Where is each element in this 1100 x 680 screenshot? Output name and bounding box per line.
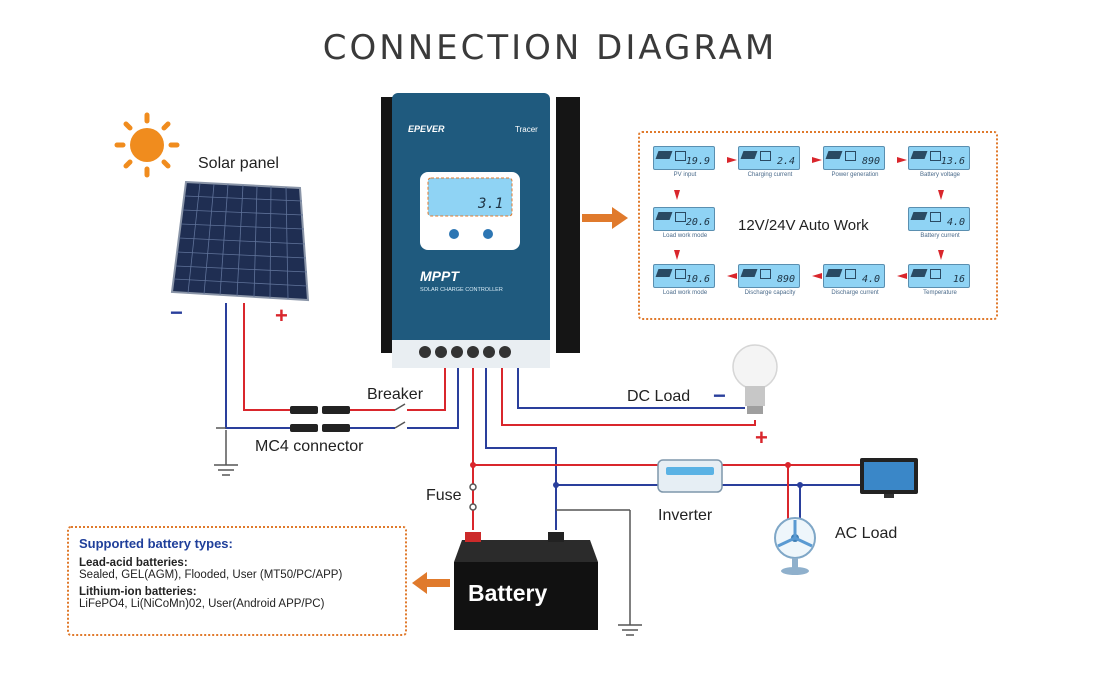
battery-negative-wire: [485, 360, 557, 530]
battery-label: Battery: [468, 580, 548, 606]
panel-positive-wire: [243, 303, 290, 411]
arrow-right-icon: [582, 207, 628, 229]
controller-display-value: 3.1: [478, 196, 504, 212]
mc4-label: MC4 connector: [255, 438, 364, 455]
inverter-label: Inverter: [658, 507, 713, 524]
lithium-types: LiFePO4, Li(NiCoMn)02, User(Android APP/…: [79, 598, 325, 610]
controller-model: Tracer: [515, 125, 538, 134]
controller-brand: EPEVER: [408, 124, 445, 134]
solar-panel-label: Solar panel: [198, 155, 279, 172]
lcd-caption: PV input: [673, 172, 697, 178]
auto-work-label: 12V/24V Auto Work: [738, 217, 869, 234]
lcd-screen: 20.6 Load work mode: [653, 207, 717, 239]
lithium-label: Lithium-ion batteries:: [79, 586, 197, 598]
lcd-screen: 4.0 Discharge current: [823, 264, 887, 296]
lcd-caption: Battery voltage: [919, 172, 961, 178]
lcd-screen: 19.9 PV input: [653, 146, 717, 178]
ground-symbol-panel: [214, 430, 238, 476]
arrow-left-icon: [412, 572, 450, 594]
ac-load-label: AC Load: [835, 525, 898, 542]
controller-subtitle: SOLAR CHARGE CONTROLLER: [420, 287, 503, 293]
lcd-caption: Temperature: [923, 290, 957, 296]
lcd-screen: 890 Discharge capacity: [738, 264, 802, 296]
inverter-icon: [657, 459, 723, 493]
load-positive-wire: [501, 360, 756, 426]
panel-plus-sign: +: [275, 303, 288, 328]
breaker-symbol: [394, 403, 406, 429]
monitor-icon: [860, 458, 918, 498]
solar-panel-icon: [170, 180, 310, 302]
ground-symbol-battery: [618, 510, 642, 636]
lcd-caption: Discharge current: [831, 290, 879, 296]
sun-icon: [114, 112, 180, 178]
lcd-screen: 2.4 Charging current: [738, 146, 802, 178]
dc-load-minus-sign: −: [713, 383, 726, 408]
mc4-connector-icon: [290, 406, 350, 432]
battery-types-heading: Supported battery types:: [79, 536, 233, 551]
lcd-caption: Power generation: [831, 172, 879, 178]
lcd-screen: 16 Temperature: [908, 264, 972, 296]
fan-icon: [774, 517, 816, 575]
dc-load-plus-sign: +: [755, 425, 768, 450]
lcd-flow-arrows: [674, 157, 944, 279]
lcd-caption: Charging current: [747, 172, 793, 178]
lcd-screen: 4.0 Battery current: [908, 207, 972, 239]
lcd-screen: 10.6 Load work mode: [653, 264, 717, 296]
dc-load-label: DC Load: [627, 388, 691, 405]
lcd-caption: Battery current: [920, 233, 960, 239]
lead-acid-label: Lead-acid batteries:: [79, 557, 188, 569]
battery-icon: [454, 532, 598, 630]
fuse-label: Fuse: [426, 487, 462, 504]
lcd-caption: Load work mode: [662, 233, 708, 239]
lcd-screens-panel: [638, 131, 998, 320]
lcd-caption: Discharge capacity: [744, 290, 796, 296]
lcd-screen: 13.6 Battery voltage: [908, 146, 972, 178]
load-negative-wire: [517, 360, 745, 409]
panel-minus-sign: −: [170, 300, 183, 325]
fuse-symbol: [469, 483, 477, 511]
battery-types-panel: Supported battery types: Lead-acid batte…: [67, 526, 407, 636]
controller-mppt: MPPT: [420, 268, 459, 284]
lead-acid-types: Sealed, GEL(AGM), Flooded, User (MT50/PC…: [79, 569, 343, 581]
breaker-label: Breaker: [367, 386, 424, 403]
lcd-caption: Load work mode: [662, 290, 708, 296]
lcd-screen: 890 Power generation: [823, 146, 887, 178]
light-bulb-icon: [732, 344, 778, 414]
charge-controller-icon: [381, 93, 580, 368]
diagram-title: CONNECTION DIAGRAM: [322, 28, 778, 68]
